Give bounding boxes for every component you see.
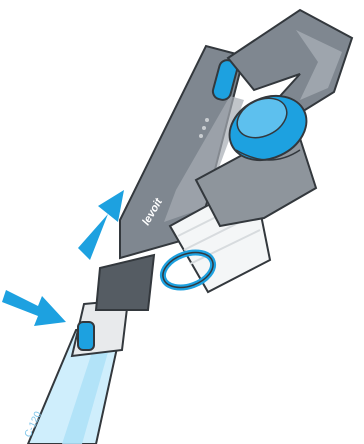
indicator-dot bbox=[205, 118, 209, 122]
indicator-dot bbox=[199, 134, 203, 138]
release-button bbox=[78, 322, 94, 350]
indicator-dot bbox=[202, 126, 206, 130]
arrow-right-down-icon bbox=[2, 290, 66, 326]
wand-neck bbox=[96, 255, 154, 310]
arrow-up-right-icon bbox=[78, 190, 124, 260]
